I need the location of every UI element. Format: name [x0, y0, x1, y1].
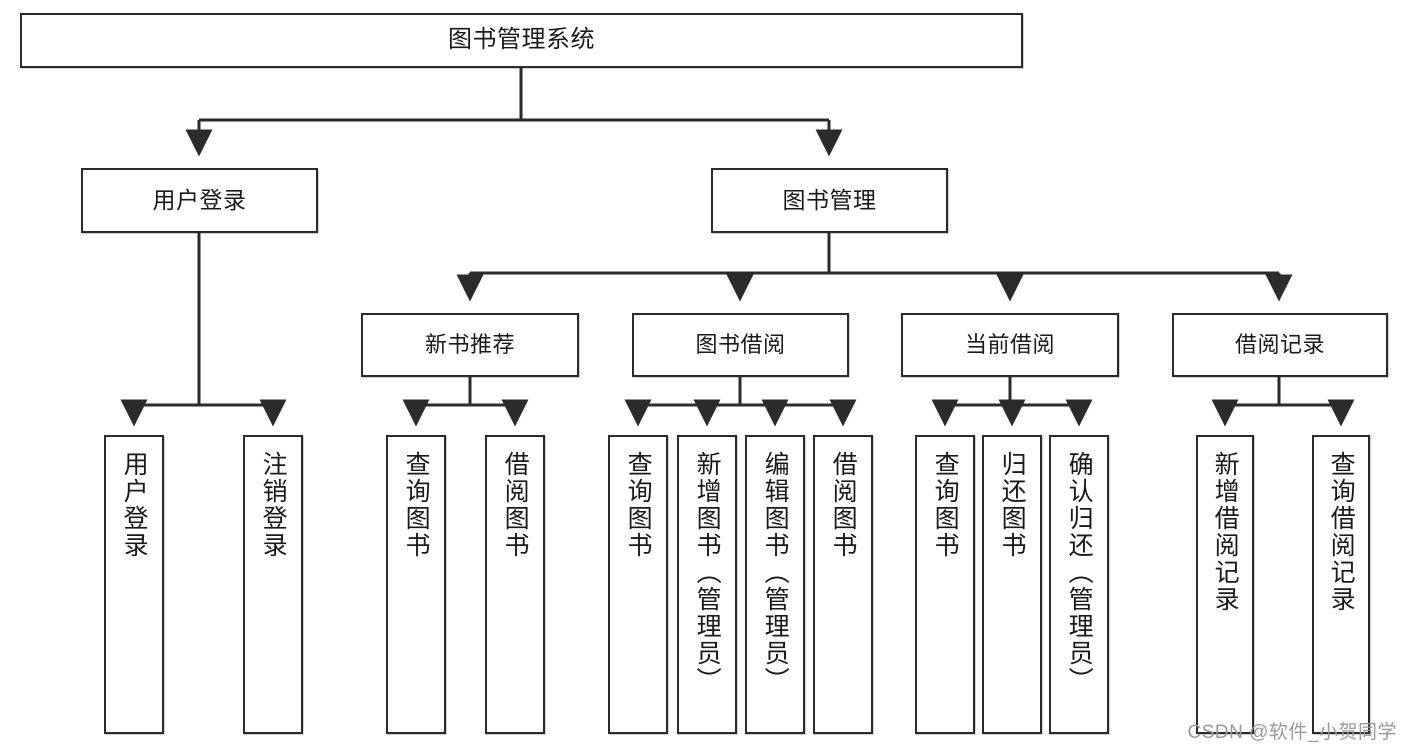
node-book-borrow-label: 图书借阅	[695, 332, 786, 358]
node-leaf-borrow-book-1[interactable]: 借阅图书	[485, 435, 545, 734]
node-book-borrow[interactable]: 图书借阅	[632, 313, 849, 377]
node-leaf-borrow-book-2-label: 借阅图书	[829, 451, 858, 559]
node-root-label: 图书管理系统	[448, 26, 595, 54]
node-leaf-add-record[interactable]: 新增借阅记录	[1196, 435, 1254, 734]
node-book-manage-label: 图书管理	[782, 186, 877, 213]
node-leaf-add-record-label: 新增借阅记录	[1211, 451, 1240, 613]
node-leaf-user-login-label: 用户登录	[120, 451, 149, 559]
node-leaf-edit-book[interactable]: 编辑图书（管理员）	[745, 435, 805, 734]
node-leaf-confirm-return-label: 确认归还（管理员）	[1065, 451, 1094, 694]
node-leaf-logout[interactable]: 注销登录	[243, 435, 303, 734]
node-leaf-user-login[interactable]: 用户登录	[104, 435, 164, 734]
node-borrow-record[interactable]: 借阅记录	[1172, 313, 1388, 377]
node-leaf-add-book-label: 新增图书（管理员）	[693, 451, 722, 694]
node-leaf-query-book-3-label: 查询图书	[931, 451, 960, 559]
node-leaf-query-book-2-label: 查询图书	[624, 451, 653, 559]
node-user-login[interactable]: 用户登录	[81, 168, 318, 233]
node-leaf-return-book-label: 归还图书	[998, 451, 1027, 559]
node-current-borrow[interactable]: 当前借阅	[901, 313, 1119, 377]
node-leaf-query-record[interactable]: 查询借阅记录	[1312, 435, 1370, 734]
node-new-book-rec-label: 新书推荐	[424, 332, 515, 358]
node-leaf-query-book-2[interactable]: 查询图书	[608, 435, 668, 734]
node-leaf-confirm-return[interactable]: 确认归还（管理员）	[1049, 435, 1109, 734]
node-leaf-query-book-3[interactable]: 查询图书	[915, 435, 975, 734]
node-leaf-query-book-1-label: 查询图书	[402, 451, 431, 559]
node-leaf-logout-label: 注销登录	[259, 451, 288, 559]
node-leaf-return-book[interactable]: 归还图书	[982, 435, 1042, 734]
watermark: CSDN @软件_小贺同学	[1187, 722, 1397, 743]
node-leaf-query-record-label: 查询借阅记录	[1327, 451, 1356, 613]
node-current-borrow-label: 当前借阅	[964, 332, 1055, 358]
node-leaf-borrow-book-2[interactable]: 借阅图书	[813, 435, 873, 734]
node-root[interactable]: 图书管理系统	[20, 13, 1023, 68]
node-leaf-query-book-1[interactable]: 查询图书	[386, 435, 446, 734]
node-leaf-borrow-book-1-label: 借阅图书	[501, 451, 530, 559]
node-new-book-rec[interactable]: 新书推荐	[361, 313, 579, 377]
node-leaf-add-book[interactable]: 新增图书（管理员）	[677, 435, 737, 734]
node-borrow-record-label: 借阅记录	[1234, 332, 1325, 358]
node-book-manage[interactable]: 图书管理	[711, 168, 948, 233]
node-leaf-edit-book-label: 编辑图书（管理员）	[761, 451, 790, 694]
node-user-login-label: 用户登录	[152, 186, 247, 213]
